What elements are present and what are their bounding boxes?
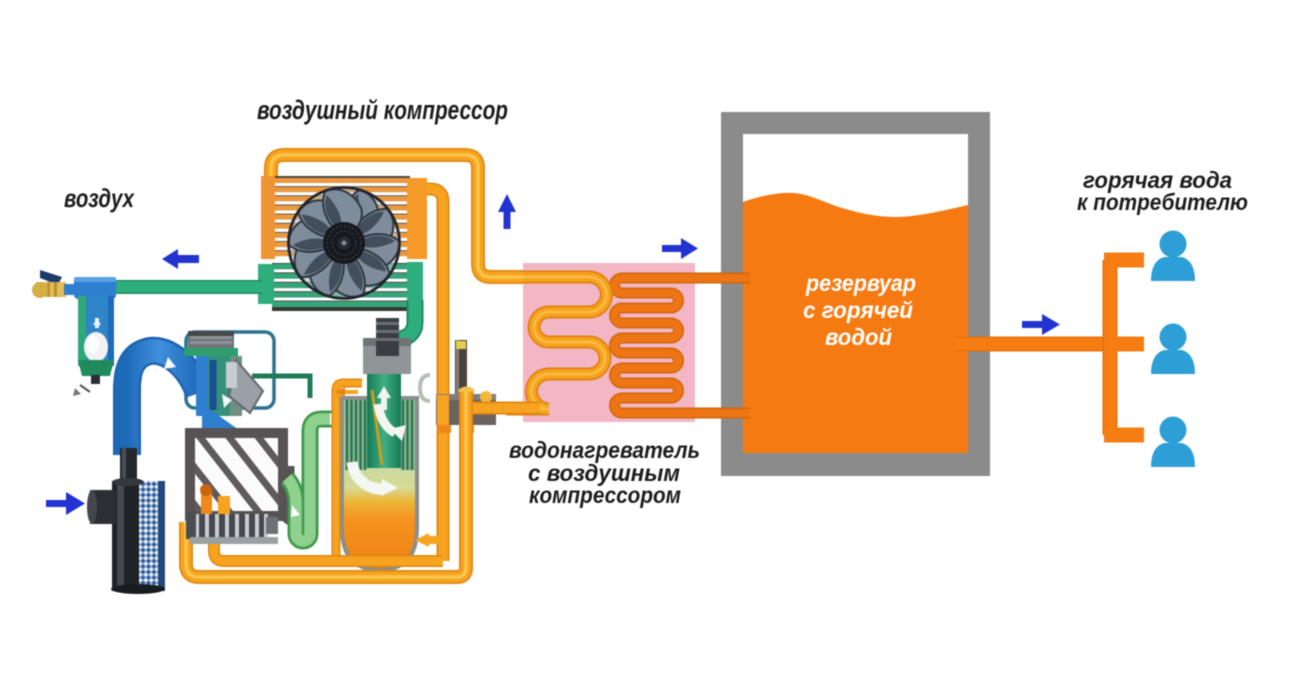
svg-text:к потребителю: к потребителю	[1077, 189, 1248, 215]
svg-text:с горячей: с горячей	[803, 297, 913, 323]
svg-text:компрессором: компрессором	[529, 482, 681, 508]
svg-text:водонагреватель: водонагреватель	[509, 437, 700, 463]
svg-text:резервуар: резервуар	[805, 270, 916, 296]
svg-text:водой: водой	[825, 324, 892, 350]
svg-text:воздух: воздух	[64, 183, 135, 213]
svg-text:воздушный компрессор: воздушный компрессор	[257, 95, 508, 125]
svg-text:с воздушным: с воздушным	[528, 460, 680, 486]
svg-text:горячая вода: горячая вода	[1083, 167, 1232, 193]
